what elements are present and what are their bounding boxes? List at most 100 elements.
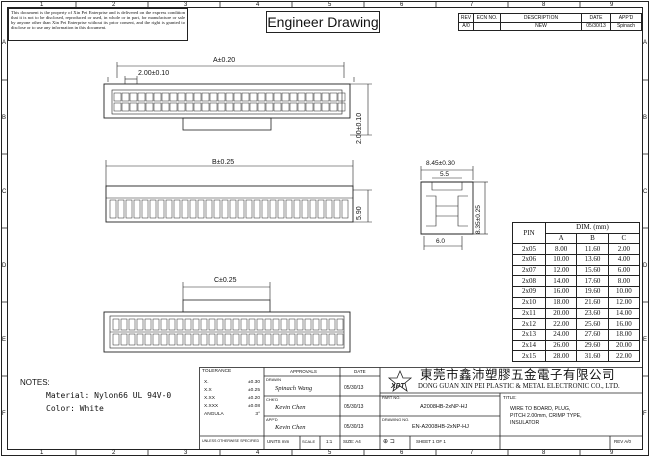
grid-col-label: 8 bbox=[542, 450, 546, 456]
dim-cell: 20.00 bbox=[607, 339, 641, 352]
dim-side-width-label: 8.45±0.30 bbox=[426, 160, 455, 167]
notes-material: Material: Nylon66 UL 94V-0 bbox=[46, 391, 172, 400]
pin-cell: 2x09 bbox=[512, 286, 546, 298]
dim-cell: 21.60 bbox=[576, 296, 609, 309]
tol-key: ANGULA bbox=[204, 412, 224, 417]
grid-col-label: 3 bbox=[184, 2, 188, 8]
drawing-title: Engineer Drawing bbox=[267, 14, 379, 30]
pin-cell: 2x15 bbox=[512, 350, 546, 362]
tol-value: ±0.08 bbox=[248, 404, 260, 409]
dim-height-top-label: 2.00±0.10 bbox=[356, 112, 363, 144]
dim-cell: 10.00 bbox=[544, 254, 578, 266]
dim-col-header: A bbox=[544, 232, 578, 245]
part-no-label: PART NO. bbox=[382, 395, 401, 400]
grid-col-label: 5 bbox=[328, 450, 332, 456]
dim-cell: 2.00 bbox=[607, 243, 641, 256]
tol-key: X. bbox=[204, 380, 209, 385]
title-description: WIRE TO BOARD, PLUG, PITCH 2.00mm, CRIMP… bbox=[510, 406, 582, 427]
chkd-name: Kevin Chen bbox=[275, 404, 306, 411]
dim-a-label: A±0.20 bbox=[213, 57, 236, 64]
dim-cell: 28.00 bbox=[544, 350, 578, 362]
tolerance-label: TOLERANCE bbox=[202, 369, 232, 374]
grid-row-label: A bbox=[643, 40, 648, 46]
dim-cell: 31.60 bbox=[576, 350, 609, 362]
title-line: WIRE TO BOARD, PLUG, bbox=[510, 406, 571, 412]
rev-header: APP'D bbox=[618, 15, 634, 21]
tolerance-block: TOLERANCE X.±0.30 X.X±0.25 X.XX±0.20 X.X… bbox=[202, 369, 262, 417]
dim-col-header: C bbox=[607, 232, 641, 245]
grid-col-label: 8 bbox=[542, 2, 546, 8]
company-name-en: DONG GUAN XIN PEI PLASTIC & METAL ELECTR… bbox=[418, 383, 620, 390]
unless-note: UNLESS OTHERWISE SPECIFIED bbox=[202, 439, 260, 443]
rev-header: DATE bbox=[582, 14, 611, 22]
notes-color: Color: White bbox=[46, 404, 104, 413]
dim-cell: 24.00 bbox=[544, 328, 578, 341]
drawn-date: 05/30/13 bbox=[344, 385, 364, 391]
grid-col-label: 4 bbox=[256, 2, 260, 8]
dim-cell: 19.60 bbox=[576, 286, 609, 298]
appd-name: Kevin Chen bbox=[275, 424, 306, 431]
grid-row-label: B bbox=[2, 115, 7, 121]
rev-cell: 05/30/13 bbox=[582, 23, 611, 30]
dim-cell: 17.60 bbox=[576, 275, 609, 288]
grid-row-label: B bbox=[643, 115, 648, 121]
dim-cell: 18.00 bbox=[544, 296, 578, 309]
tol-key: X.X bbox=[204, 388, 212, 393]
drawing-no-label: DRAWING NO. bbox=[382, 417, 410, 422]
dim-cell: 12.00 bbox=[607, 296, 641, 309]
grid-col-label: 6 bbox=[400, 450, 404, 456]
dim-cell: 11.60 bbox=[576, 243, 609, 256]
dim-cell: 15.60 bbox=[576, 264, 609, 277]
rev-cell: Spinach bbox=[616, 23, 636, 29]
grid-col-label: 5 bbox=[328, 2, 332, 8]
dim-c-label: C±0.25 bbox=[214, 277, 237, 284]
grid-row-label: F bbox=[2, 411, 6, 417]
drawn-name: Spinach Wang bbox=[275, 385, 313, 392]
grid-col-label: 3 bbox=[184, 450, 188, 456]
disclaimer-text: This document is the property of Xin Pei… bbox=[11, 10, 185, 30]
dim-side-height-label: 8.35±0.25 bbox=[475, 205, 482, 234]
pin-cell: 2x14 bbox=[512, 339, 546, 352]
drawing-title-box: Engineer Drawing bbox=[266, 11, 380, 33]
title-label: TITLE: bbox=[503, 395, 517, 400]
tol-value: ±0.20 bbox=[248, 396, 260, 401]
dim-b-label: B±0.25 bbox=[212, 159, 235, 166]
dim-cell: 25.60 bbox=[576, 318, 609, 330]
rev-label: REV A/0 bbox=[614, 439, 632, 444]
pin-header: PIN bbox=[512, 221, 546, 245]
star-logo-icon: XPT bbox=[387, 369, 413, 392]
pin-cell: 2x08 bbox=[512, 275, 546, 288]
dim-cell: 8.00 bbox=[544, 243, 578, 256]
disclaimer-box: This document is the property of Xin Pei… bbox=[8, 8, 188, 41]
pin-cell: 2x11 bbox=[512, 307, 546, 320]
grid-row-label: D bbox=[643, 263, 648, 269]
dim-cell: 14.00 bbox=[544, 275, 578, 288]
grid-row-label: F bbox=[643, 411, 647, 417]
company-name-cn: 東莞市鑫沛塑膠五金電子有限公司 bbox=[420, 368, 616, 382]
dim-cell: 12.00 bbox=[544, 264, 578, 277]
svg-text:XPT: XPT bbox=[390, 383, 405, 390]
scale-label: SCALE bbox=[302, 439, 316, 444]
approvals-label: APPROVALS bbox=[290, 369, 317, 374]
grid-col-label: 9 bbox=[610, 2, 614, 8]
grid-row-label: A bbox=[2, 40, 7, 46]
rev-cell bbox=[474, 23, 501, 30]
rev-cell: A/0 bbox=[459, 23, 474, 30]
pin-cell: 2x13 bbox=[512, 328, 546, 341]
rev-header: DESCRIPTION bbox=[501, 14, 582, 22]
dim-cell: 16.00 bbox=[544, 286, 578, 298]
dim-cell: 6.00 bbox=[607, 264, 641, 277]
rev-cell: NEW bbox=[501, 23, 582, 30]
dim-header: DIM. (mm) bbox=[545, 222, 640, 234]
dim-cell: 27.60 bbox=[576, 328, 609, 341]
grid-row-label: C bbox=[643, 189, 648, 195]
notes: NOTES: Material: Nylon66 UL 94V-0 Color:… bbox=[20, 378, 171, 413]
tol-value: ±0.30 bbox=[248, 380, 260, 385]
